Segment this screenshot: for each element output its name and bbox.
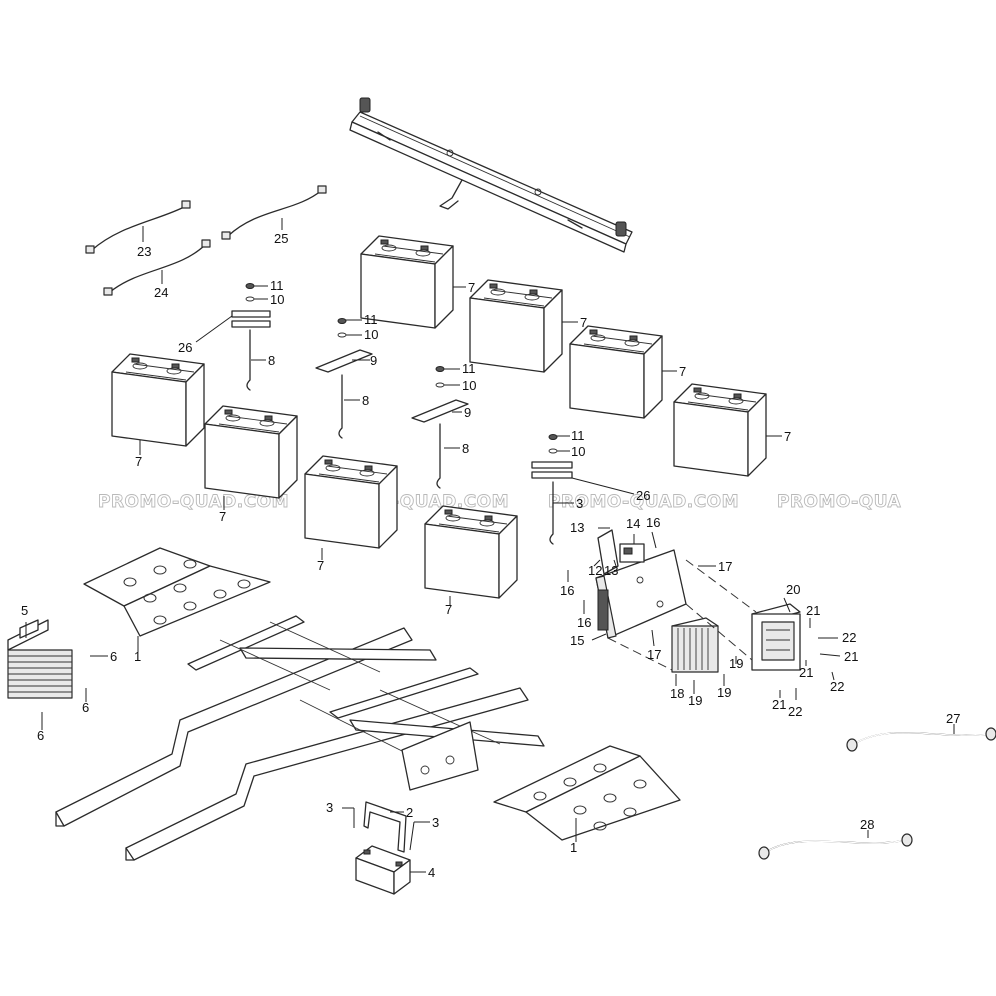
watermark-text: PROMO-QUAD.COM: [98, 492, 289, 512]
battery: [424, 505, 518, 599]
callout-label: 10: [571, 444, 585, 459]
callout-label: 11: [462, 361, 476, 376]
callout-label: 27: [946, 711, 960, 726]
dc-converter: [671, 617, 719, 673]
callout-label: 7: [317, 558, 324, 573]
callout-label: 21: [772, 697, 786, 712]
relay-group: [597, 529, 645, 575]
callout-label: 7: [468, 280, 475, 295]
callout-labels: 23 24 25 11 10 26 8 11 10 9 8 11 10 9 8 …: [21, 231, 960, 880]
callout-label: 21: [806, 603, 820, 618]
auxiliary-battery: [355, 845, 411, 895]
callout-label: 22: [830, 679, 844, 694]
callout-leaders: [25, 218, 955, 873]
callout-label: 1: [134, 649, 141, 664]
cable-28: [758, 833, 913, 860]
callout-label: 18: [670, 686, 684, 701]
battery: [304, 455, 398, 549]
callout-label: 24: [154, 285, 168, 300]
callout-label: 9: [464, 405, 471, 420]
callout-label: 7: [445, 602, 452, 617]
callout-label: 10: [270, 292, 284, 307]
callout-label: 6: [110, 649, 117, 664]
callout-label: 19: [729, 656, 743, 671]
battery: [569, 325, 663, 419]
callout-label: 2: [406, 805, 413, 820]
callout-label: 22: [842, 630, 856, 645]
callout-label: 11: [270, 278, 284, 293]
callout-label: 16: [577, 615, 591, 630]
callout-label: 16: [646, 515, 660, 530]
callout-label: 13: [604, 563, 618, 578]
cable-27: [846, 727, 996, 752]
callout-label: 3: [576, 496, 583, 511]
callout-label: 7: [784, 429, 791, 444]
callout-label: 15: [570, 633, 584, 648]
callout-label: 10: [364, 327, 378, 342]
battery: [204, 405, 298, 499]
callout-label: 20: [786, 582, 800, 597]
callout-label: 13: [570, 520, 584, 535]
callout-label: 19: [688, 693, 702, 708]
battery: [673, 383, 767, 477]
callout-label: 3: [432, 815, 439, 830]
hook-rod-group-3: [411, 366, 469, 489]
callout-label: 7: [580, 315, 587, 330]
callout-label: 12: [588, 563, 602, 578]
motor-controller: [751, 603, 801, 671]
callout-label: 7: [219, 509, 226, 524]
callout-label: 22: [788, 704, 802, 719]
callout-label: 4: [428, 865, 435, 880]
callout-label: 8: [268, 353, 275, 368]
callout-label: 17: [647, 647, 661, 662]
cable-25: [221, 185, 327, 240]
battery-hold-down-rail: [349, 97, 633, 253]
callout-label: 11: [364, 312, 378, 327]
callout-label: 7: [679, 364, 686, 379]
callout-label: 8: [462, 441, 469, 456]
callout-label: 19: [717, 685, 731, 700]
callout-label: 25: [274, 231, 288, 246]
skid-plate-front: [83, 547, 271, 637]
callout-label: 16: [560, 583, 574, 598]
hook-rod-group-4: [531, 434, 573, 545]
callout-label: 8: [362, 393, 369, 408]
watermark-text: PROMO-QUA: [777, 492, 901, 512]
battery-bracket: [363, 801, 407, 853]
controller-plate: [595, 549, 687, 639]
watermark-text: PROMO-QUAD.COM: [548, 492, 739, 512]
callout-label: 7: [135, 454, 142, 469]
callout-label: 3: [326, 800, 333, 815]
assembly-guide-lines: [607, 559, 757, 671]
callout-label: 9: [370, 353, 377, 368]
cable-24: [103, 239, 211, 296]
battery: [111, 353, 205, 447]
callout-label: 5: [21, 603, 28, 618]
callout-label: 28: [860, 817, 874, 832]
callout-label: 14: [626, 516, 640, 531]
chassis-frame: [55, 615, 545, 861]
hook-rod-group-2: [315, 318, 373, 439]
callout-label: 6: [37, 728, 44, 743]
radiator-unit: [7, 619, 73, 699]
cable-23: [85, 200, 191, 254]
callout-label: 26: [636, 488, 650, 503]
callout-label: 11: [571, 428, 585, 443]
callout-label: 23: [137, 244, 151, 259]
battery: [469, 279, 563, 373]
callout-label: 21: [844, 649, 858, 664]
callout-label: 26: [178, 340, 192, 355]
callout-label: 17: [718, 559, 732, 574]
callout-label: 6: [82, 700, 89, 715]
callout-label: 10: [462, 378, 476, 393]
skid-plate-rear: [493, 745, 681, 841]
callout-label: 21: [799, 665, 813, 680]
callout-label: 1: [570, 840, 577, 855]
